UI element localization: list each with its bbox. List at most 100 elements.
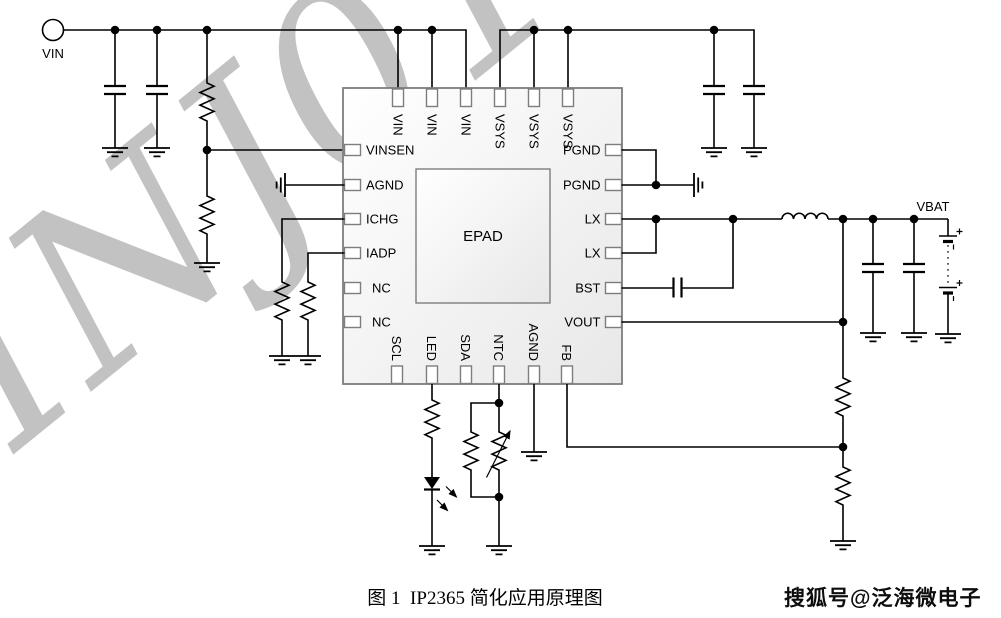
pin-box-vin3 xyxy=(459,88,473,108)
ground-symbol xyxy=(701,147,727,158)
pin-label-vsys1: VSYS xyxy=(492,114,507,149)
pin-box-vout xyxy=(604,315,623,329)
pin-label-vin2: VIN xyxy=(424,114,439,136)
pin-label-ntc: NTC xyxy=(491,334,506,361)
ic-ip2365: EPAD VIN VIN VIN VSYS VSYS VSYS SCL LED … xyxy=(342,87,623,385)
junction-dot xyxy=(728,214,738,224)
pin-box-vin2 xyxy=(425,88,439,108)
output-cap1 xyxy=(862,262,884,274)
figure-caption: 图 1 IP2365 简化应用原理图 xyxy=(367,588,603,609)
pin-label-iadp: IADP xyxy=(366,246,396,261)
vsys-bus-wire xyxy=(499,29,755,89)
pin-box-lx1 xyxy=(604,212,623,226)
pin-label-nc1: NC xyxy=(372,281,391,296)
bottom-pin-networks xyxy=(419,384,547,556)
vin-pin-risers xyxy=(397,30,433,89)
pin-box-vsys2 xyxy=(527,88,541,108)
pin-box-ichg xyxy=(343,212,362,226)
vinsen-upper-resistor xyxy=(198,30,345,151)
pin-box-nc2 xyxy=(343,315,362,329)
pin-box-pgnd2 xyxy=(604,178,623,192)
pin-box-fb xyxy=(560,365,574,385)
vsys-decoupling-network xyxy=(499,25,767,158)
publisher-watermark: 搜狐号@泛海微电子 xyxy=(784,587,982,610)
ground-symbol xyxy=(741,147,767,158)
pin-label-nc2: NC xyxy=(372,315,391,330)
junction-dot xyxy=(529,25,539,35)
ground-symbol xyxy=(194,262,220,273)
vin-input-network: VIN xyxy=(41,18,467,273)
junction-dot xyxy=(427,25,437,35)
pin-label-fb: FB xyxy=(559,344,574,361)
led-emission-arrow xyxy=(436,499,449,512)
battery-cell2-plus-sign xyxy=(956,280,963,286)
pin-box-vinsen xyxy=(343,143,362,157)
ground-symbol xyxy=(860,332,886,343)
pin-label-vin3: VIN xyxy=(458,114,473,136)
inductor xyxy=(781,212,829,220)
vin-bus-wire xyxy=(63,29,467,89)
epad-pad xyxy=(415,168,551,304)
bst-wire xyxy=(621,219,734,289)
pin-box-lx2 xyxy=(604,246,623,260)
pin-box-sda xyxy=(459,365,473,385)
iadp-resistor xyxy=(299,252,345,356)
ground-symbol xyxy=(830,540,856,551)
junction-dot xyxy=(838,442,848,452)
pin-box-nc1 xyxy=(343,281,362,295)
ground-symbol xyxy=(901,332,927,343)
power-stage-network xyxy=(621,149,948,323)
pin-box-led xyxy=(425,365,439,385)
junction-dot xyxy=(868,214,878,224)
pin-box-iadp xyxy=(343,246,362,260)
pin-label-pgnd1: PGND xyxy=(563,143,601,158)
junction-dot xyxy=(909,214,919,224)
pin-box-ntc xyxy=(492,365,506,385)
pin-label-sda: SDA xyxy=(458,334,473,361)
pin-label-agnd: AGND xyxy=(366,178,404,193)
vin-terminal xyxy=(41,18,65,42)
pin-box-agnd2 xyxy=(527,365,541,385)
left-pin-networks xyxy=(269,173,345,366)
pin-box-vsys3 xyxy=(561,88,575,108)
pin-label-vin1: VIN xyxy=(390,114,405,136)
junction-dot xyxy=(494,398,504,408)
junction-dot xyxy=(651,180,661,190)
ground-symbol xyxy=(102,147,128,158)
fb-wire xyxy=(566,384,843,448)
feedback-lower-resistor xyxy=(834,447,852,541)
lx2-wire xyxy=(621,219,657,254)
ground-symbol-sideways xyxy=(275,173,286,197)
vsys-cap2 xyxy=(743,84,765,96)
pin-label-vsys3: VSYS xyxy=(560,114,575,149)
junction-dot xyxy=(393,25,403,35)
junction-dot xyxy=(152,25,162,35)
epad-label: EPAD xyxy=(463,228,503,245)
pin-box-vin1 xyxy=(391,88,405,108)
junction-dot xyxy=(651,214,661,224)
junction-dot xyxy=(563,25,573,35)
battery-cell1-plus-sign xyxy=(956,228,963,235)
led-resistor xyxy=(423,384,441,477)
pin-box-vsys1 xyxy=(493,88,507,108)
pin-label-led: LED xyxy=(424,336,439,361)
vsys-cap1 xyxy=(703,84,725,96)
ground-symbol xyxy=(935,333,961,344)
junction-dot xyxy=(110,25,120,35)
junction-dot xyxy=(838,214,848,224)
ground-symbol xyxy=(521,451,547,462)
pgnd1-wire xyxy=(621,149,657,185)
feedback-upper-resistor xyxy=(834,219,852,447)
junction-dot xyxy=(202,25,212,35)
led-emission-arrow xyxy=(445,486,458,498)
junction-dot xyxy=(709,25,719,35)
ground-symbol xyxy=(144,147,170,158)
input-cap2 xyxy=(146,84,168,96)
junction-dot xyxy=(202,145,212,155)
input-cap1 xyxy=(104,84,126,96)
vin-terminal-label: VIN xyxy=(42,46,64,61)
pin-label-pgnd2: PGND xyxy=(563,178,601,193)
pin-label-bst: BST xyxy=(575,281,600,296)
pin-box-agnd xyxy=(343,178,362,192)
